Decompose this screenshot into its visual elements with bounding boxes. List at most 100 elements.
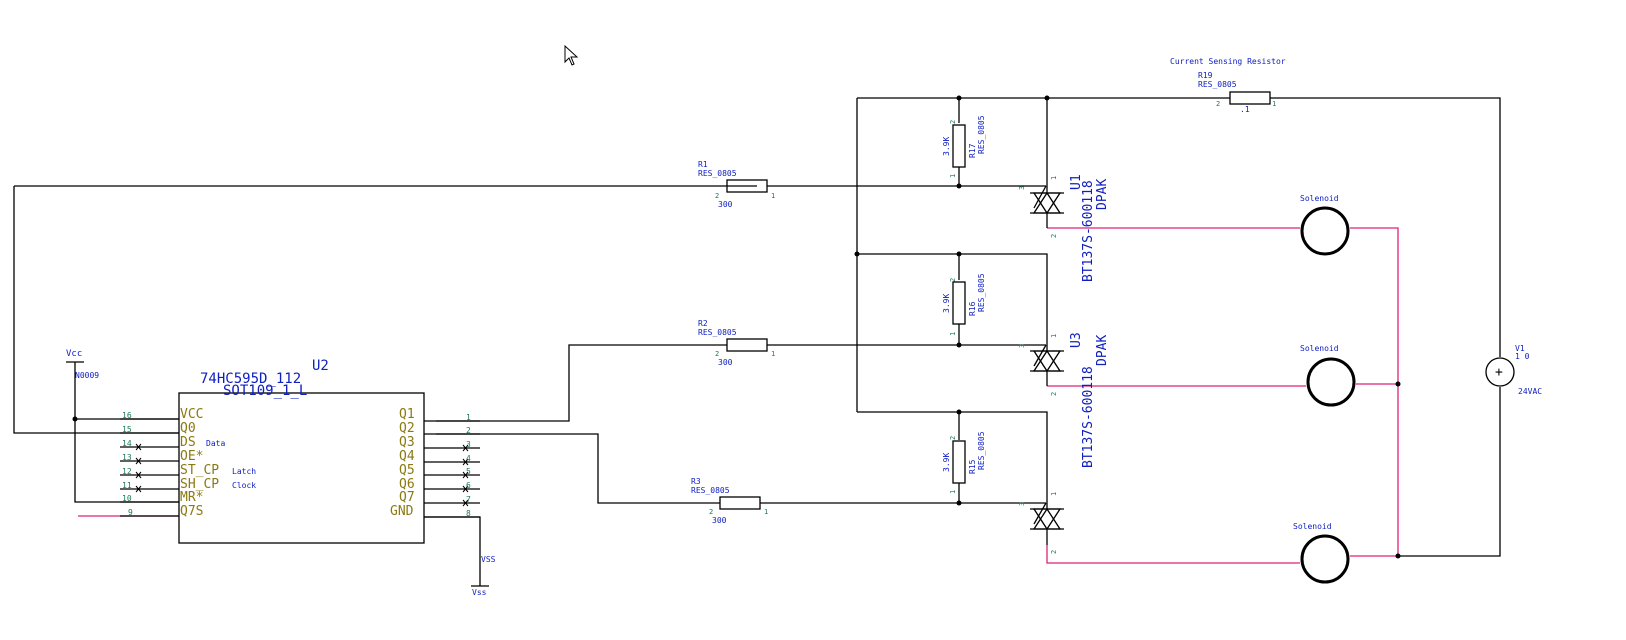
v1-rating: 24VAC [1518, 387, 1542, 396]
r2-ref: R2 [698, 319, 708, 328]
r15-ref: R15 [968, 459, 977, 474]
u2-pin-note-clock: Clock [232, 481, 256, 490]
u3-pin2: 2 [1050, 392, 1058, 396]
r15-pin2: 2 [949, 436, 957, 440]
v1-ref: V1 [1515, 344, 1525, 353]
r1-value: 300 [718, 200, 733, 209]
triac3-pin2: 2 [1050, 550, 1058, 554]
r19-footprint: RES_0805 [1198, 80, 1237, 89]
resistor-r17[interactable]: 3.9K R17 RES_0805 2 1 [942, 115, 986, 178]
u2-part: 74HC595D_112 [200, 371, 301, 387]
u2-pin-num: 16 [122, 411, 132, 420]
r16-value: 3.9K [942, 294, 951, 313]
u2-pin-name: DS [180, 435, 196, 450]
r17-ref: R17 [968, 143, 977, 158]
vss-label-2: Vss [472, 588, 487, 597]
u1-package: DPAK [1095, 179, 1110, 210]
r19-pin1: 1 [1272, 100, 1276, 108]
resistor-r2[interactable]: R2 RES_0805 300 2 1 [698, 319, 797, 367]
triac3-pin1: 1 [1050, 492, 1058, 496]
u2-pin-name: Q2 [399, 421, 415, 436]
u2-pin-num: 13 [122, 453, 132, 462]
ac-source-v1[interactable]: + V1 1 0 24VAC [1485, 344, 1542, 396]
u2-pin-name: Q7 [399, 490, 415, 505]
v1-plus-sign: + [1495, 365, 1503, 380]
u2-pin-name: Q4 [399, 449, 415, 464]
r1-footprint: RES_0805 [698, 169, 737, 178]
u2-pin-name: Q0 [180, 421, 196, 436]
u2-ref: U2 [312, 358, 329, 374]
r16-footprint: RES_0805 [977, 273, 986, 312]
solenoid-1[interactable]: Solenoid [1300, 194, 1350, 256]
u1-part: BT137S-600118 [1081, 180, 1096, 282]
u3-ref: U3 [1069, 332, 1084, 348]
r16-pin1: 1 [949, 332, 957, 336]
junctions [72, 95, 1401, 559]
u2-pin-num: 5 [466, 467, 471, 476]
r16-ref: R16 [968, 301, 977, 316]
resistor-r1[interactable]: R1 RES_0805 300 2 1 [698, 160, 797, 209]
triac-u1[interactable]: U1 BT137S-600118 DPAK 1 2 3 [1018, 172, 1110, 282]
solenoid-1-label: Solenoid [1300, 194, 1339, 203]
u3-pin3: 3 [1018, 344, 1026, 348]
u1-ref: U1 [1069, 174, 1084, 190]
r2-value: 300 [718, 358, 733, 367]
r15-footprint: RES_0805 [977, 431, 986, 470]
solenoid-3-label: Solenoid [1293, 522, 1332, 531]
triac-third[interactable]: 1 2 3 [1018, 488, 1064, 554]
resistor-r16[interactable]: 3.9K R16 RES_0805 2 1 [942, 273, 986, 336]
u2-pin-note-latch: Latch [232, 467, 256, 476]
u2-pin-num: 15 [122, 425, 132, 434]
v1-value: 1 0 [1515, 352, 1530, 361]
u2-pin-name: Q6 [399, 477, 415, 492]
r17-value: 3.9K [942, 137, 951, 156]
wires [13, 97, 1501, 587]
r3-ref: R3 [691, 477, 701, 486]
u2-pin-num: 3 [466, 440, 471, 449]
u2-pin-name: SH_CP [180, 477, 219, 492]
triac-u3[interactable]: U3 BT137S-600118 DPAK 1 2 3 [1018, 330, 1110, 468]
vcc-net-label: N0009 [75, 371, 99, 380]
r1-pin1: 1 [771, 192, 775, 200]
load-wires [78, 227, 1399, 564]
r17-pin2: 2 [949, 120, 957, 124]
no-connect-markers [135, 443, 469, 507]
resistor-r19[interactable]: Current Sensing Resistor R19 RES_0805 .1… [1170, 57, 1286, 114]
r3-pin2: 2 [709, 508, 713, 516]
u2-left-pin-stubs [120, 418, 179, 517]
u2-pin-name: MR* [180, 490, 203, 505]
u1-pin2: 2 [1050, 234, 1058, 238]
u1-pin1: 1 [1050, 176, 1058, 180]
r19-value: .1 [1240, 105, 1250, 114]
r15-value: 3.9K [942, 453, 951, 472]
r1-pin2: 2 [715, 192, 719, 200]
u2-pin-name: ST_CP [180, 463, 219, 478]
u2-right-pin-stubs [424, 420, 480, 518]
resistor-r15[interactable]: 3.9K R15 RES_0805 2 1 [942, 431, 986, 494]
cursor-arrow-icon [564, 44, 579, 66]
u2-pin-note-data: Data [206, 439, 225, 448]
r3-pin1: 1 [764, 508, 768, 516]
u2-pin-name: Q7S [180, 504, 203, 519]
resistor-r3[interactable]: R3 RES_0805 300 2 1 [691, 477, 790, 525]
u1-pin3: 3 [1018, 186, 1026, 190]
solenoid-3[interactable]: Solenoid [1293, 522, 1350, 584]
u2-pin-name: GND [390, 504, 414, 519]
triac3-pin3: 3 [1018, 502, 1026, 506]
u3-pin1: 1 [1050, 334, 1058, 338]
r2-pin1: 1 [771, 350, 775, 358]
u2-pin-num: 14 [122, 439, 132, 448]
solenoid-2[interactable]: Solenoid [1300, 344, 1356, 407]
u2-pin-name: Q5 [399, 463, 415, 478]
u2-package: SOT109_1_L [223, 383, 307, 399]
u3-part: BT137S-600118 [1081, 366, 1096, 468]
u2-pin-num: 7 [466, 495, 471, 504]
u2-pin-name: Q1 [399, 407, 415, 422]
r3-footprint: RES_0805 [691, 486, 730, 495]
shift-register-u2[interactable]: U2 74HC595D_112 SOT109_1_L [120, 358, 480, 544]
u2-pin-num: 8 [466, 509, 471, 518]
u2-pin-num: 2 [466, 426, 471, 435]
u2-pin-name: VCC [180, 407, 203, 422]
u2-pin-num: 11 [122, 481, 132, 490]
